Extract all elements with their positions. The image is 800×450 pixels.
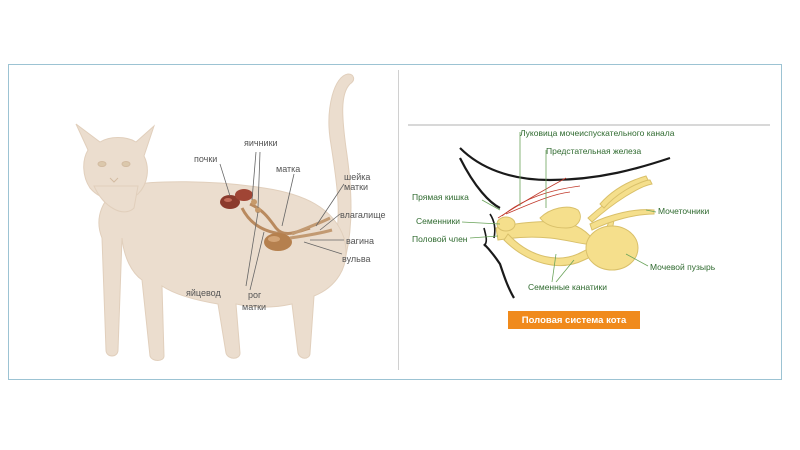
label-rog-1: рог bbox=[248, 290, 262, 300]
diagram-title-banner: Половая система кота bbox=[508, 311, 640, 329]
panel-divider bbox=[398, 70, 399, 370]
kidneys bbox=[220, 189, 253, 209]
vessels bbox=[497, 177, 581, 219]
body-outline bbox=[459, 147, 671, 299]
label-predstatelnaya: Предстательная железа bbox=[546, 146, 641, 156]
vagina-tract bbox=[289, 216, 333, 240]
label-rog-2: матки bbox=[242, 302, 266, 312]
inner-outline bbox=[483, 213, 496, 247]
female-cat-diagram: яичники почки матка шейка матки влагалищ… bbox=[14, 68, 396, 374]
label-mochevoi-puzyr: Мочевой пузырь bbox=[650, 262, 716, 272]
cat-silhouette bbox=[75, 73, 355, 361]
label-vulva: вульва bbox=[342, 254, 371, 264]
leader-lines bbox=[461, 132, 657, 283]
label-semenniki: Семенники bbox=[416, 216, 460, 226]
label-matka: матка bbox=[276, 164, 300, 174]
label-sheika-1: шейка bbox=[344, 172, 370, 182]
label-polovoi-chlen: Половой член bbox=[412, 234, 468, 244]
ovaries bbox=[251, 199, 261, 213]
label-pochki: почки bbox=[194, 154, 217, 164]
label-yaitsevod: яйцевод bbox=[186, 288, 221, 298]
label-lukovitsa: Луковица мочеиспускательного канала bbox=[520, 128, 675, 138]
organs bbox=[495, 175, 655, 271]
cat-face bbox=[97, 161, 131, 183]
male-cat-diagram: Луковица мочеиспускательного канала Пред… bbox=[400, 68, 778, 374]
label-vagina: вагина bbox=[346, 236, 374, 246]
male-system-illustration: Луковица мочеиспускательного канала Пред… bbox=[408, 124, 770, 299]
leader-lines bbox=[219, 151, 345, 291]
female-cat-illustration: яичники почки матка шейка матки влагалищ… bbox=[75, 73, 386, 361]
bladder bbox=[264, 233, 292, 251]
label-yaichniki: яичники bbox=[244, 138, 278, 148]
label-sheika-2: матки bbox=[344, 182, 368, 192]
label-pryamaya-kishka: Прямая кишка bbox=[412, 192, 469, 202]
label-semennye-kanatiki: Семенные канатики bbox=[528, 282, 607, 292]
label-vlagalishche: влагалище bbox=[340, 210, 386, 220]
label-mochetochniki: Мочеточники bbox=[658, 206, 710, 216]
